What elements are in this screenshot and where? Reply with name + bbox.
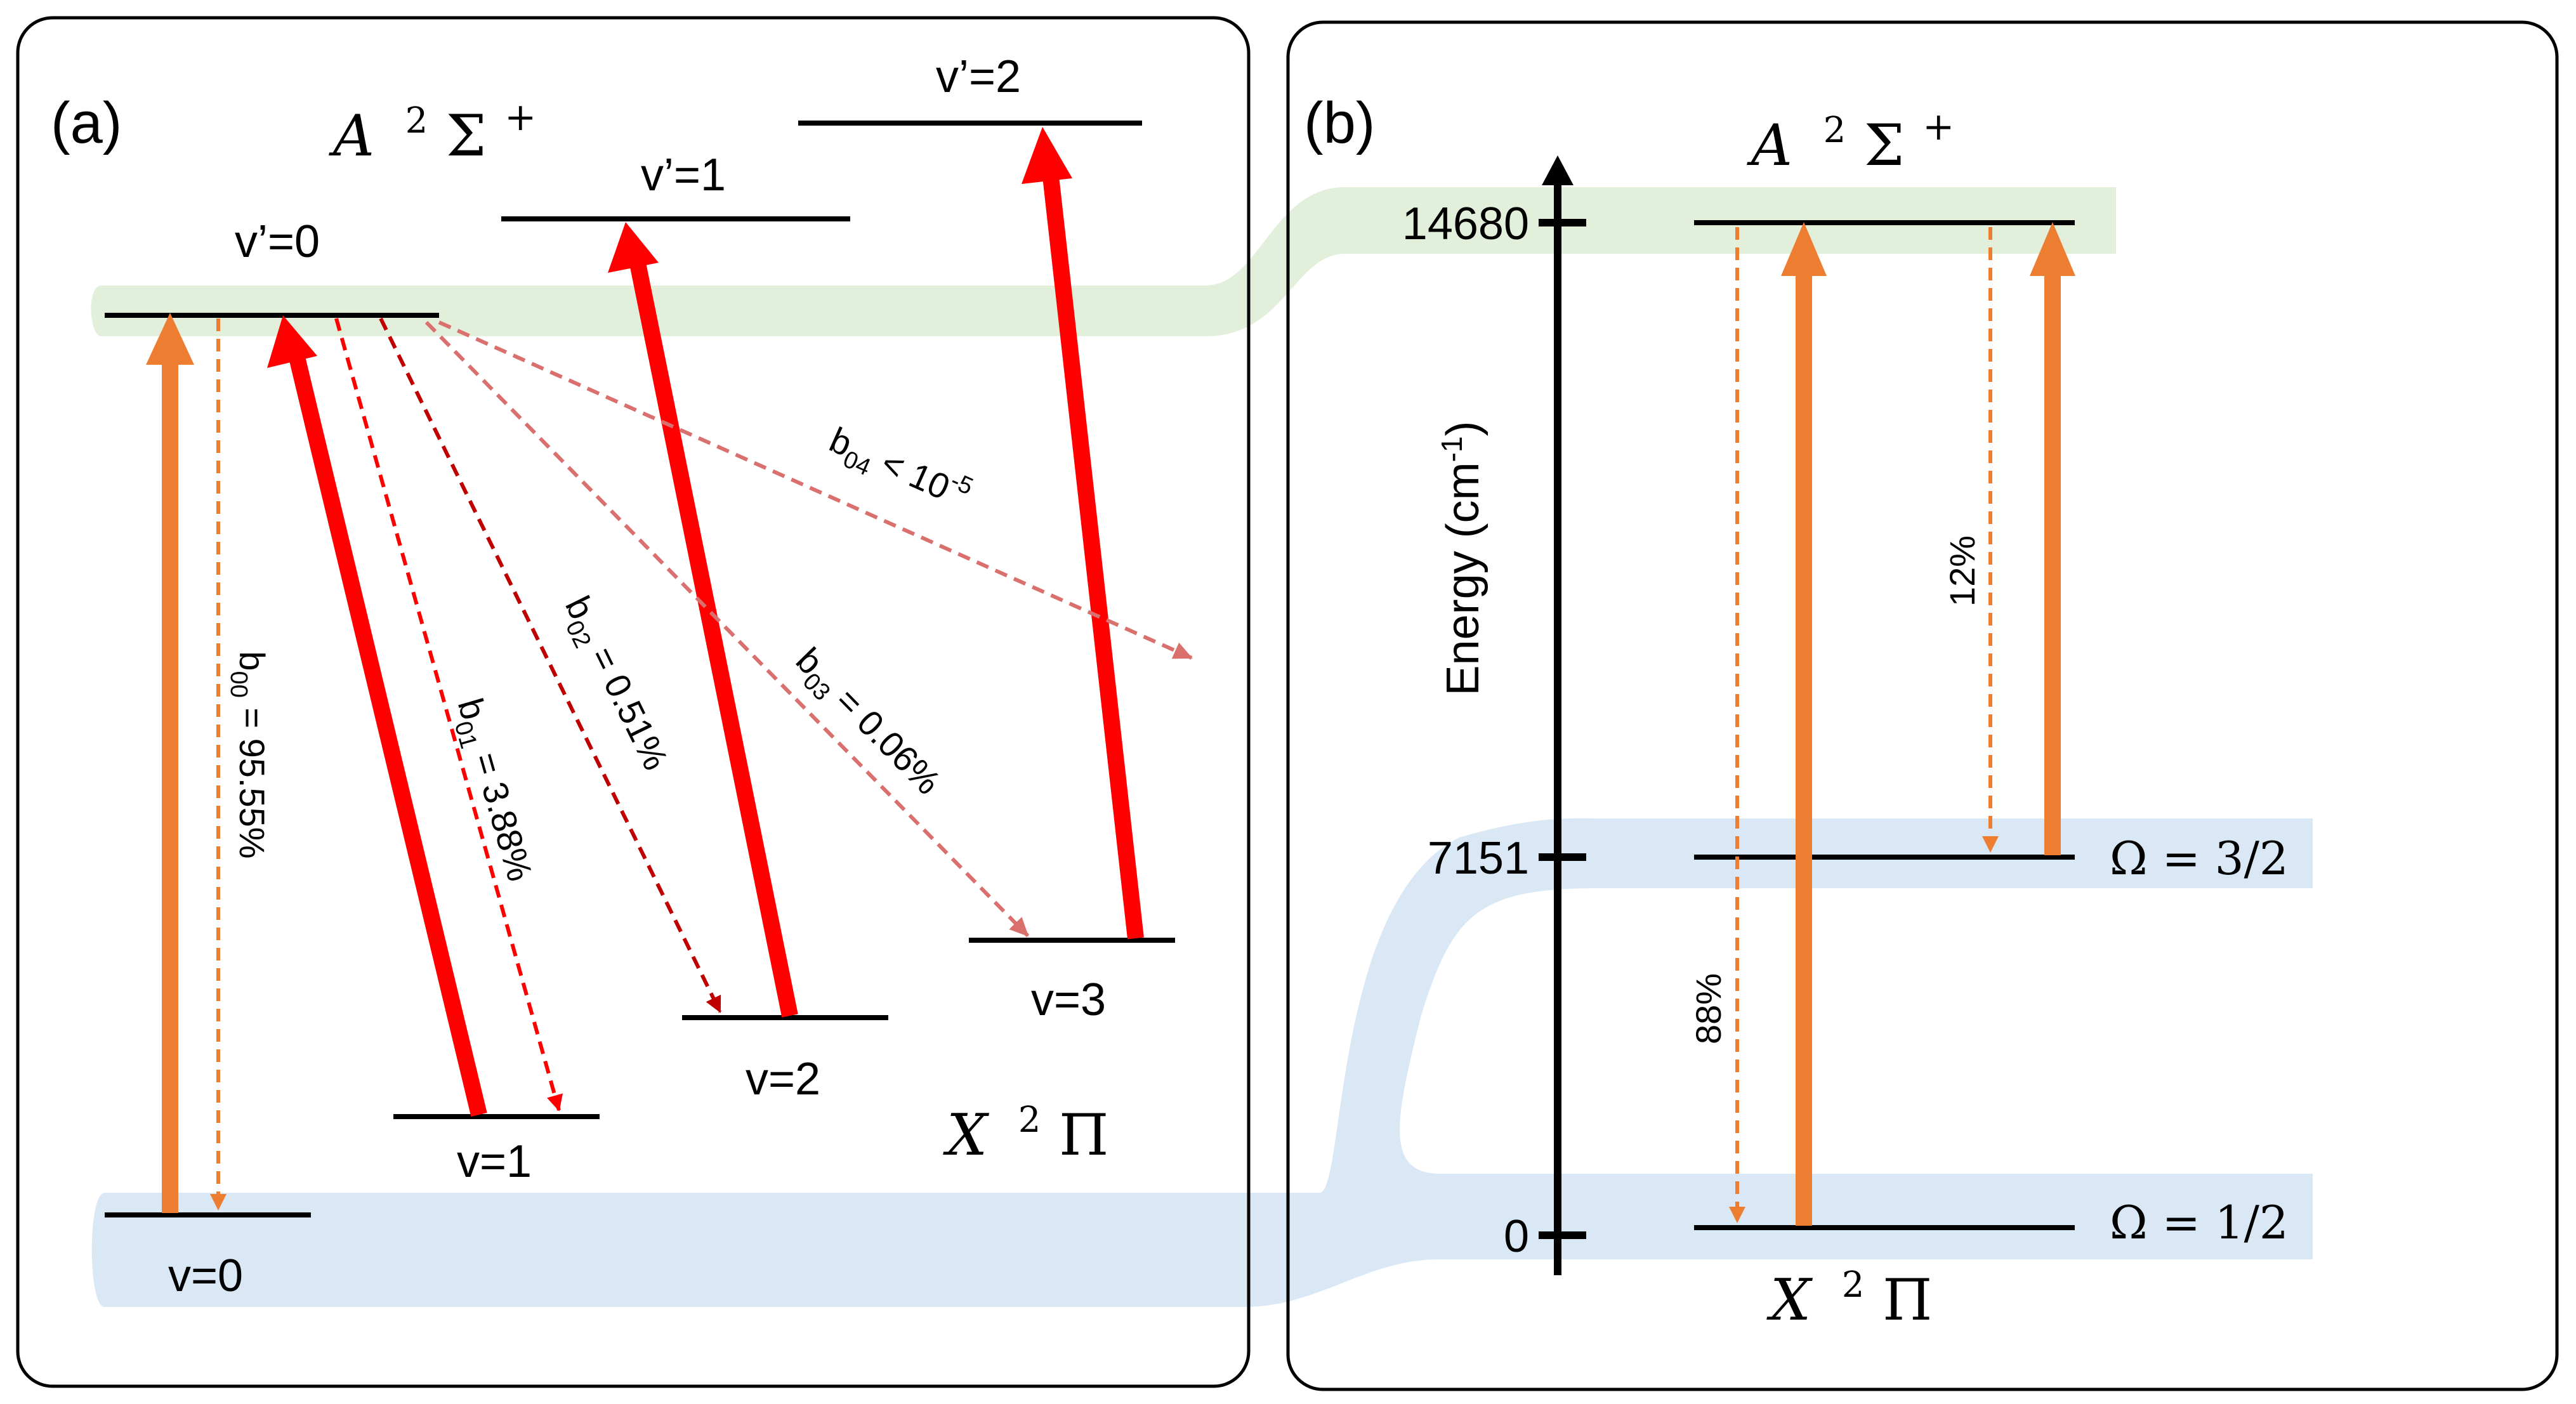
energy-axis-arrowhead — [1542, 155, 1574, 185]
tick-14680-label: 14680 — [1402, 199, 1529, 249]
panel-a-tag: (a) — [51, 91, 122, 155]
energy-axis-label: Energy (cm-1) — [1435, 421, 1488, 696]
decay-arrow-b03 — [424, 320, 1030, 938]
upper-state-band — [91, 187, 2116, 336]
repump-arrowhead-v2 — [608, 222, 659, 273]
decay-arrow-b04 — [438, 320, 1193, 660]
tick-7151-label: 7151 — [1428, 833, 1529, 884]
repump-arrow-v1-to-v-prime-0 — [287, 350, 487, 1117]
pump-arrowhead-omega-3-2 — [2030, 222, 2075, 276]
panel-b-tag: (b) — [1304, 91, 1375, 155]
level-v-prime-0-label: v’=0 — [235, 216, 320, 267]
repump-arrow-v3-to-v-prime-2 — [1041, 164, 1144, 940]
tick-0-label: 0 — [1504, 1211, 1529, 1262]
panel-a-upper-state-label: A 2 Σ + — [329, 80, 536, 169]
panel-a-lower-state-label: X 2 Π — [943, 1079, 1108, 1169]
panel-b-frame — [1286, 20, 2559, 1391]
pump-arrowhead-omega-1-2 — [1781, 222, 1827, 276]
level-v-1-label: v=1 — [457, 1136, 532, 1187]
branching-b04-label: b04 < 10-5 — [821, 416, 977, 522]
omega-1-2-label: Ω = 1/2 — [2110, 1196, 2289, 1249]
omega-3-2-label: Ω = 3/2 — [2110, 832, 2289, 885]
repump-arrow-v2-to-v-prime-1 — [628, 255, 798, 1018]
panel-a-frame — [16, 16, 1251, 1388]
branching-b00-label: b00 = 95.55% — [225, 651, 272, 858]
repump-arrowhead-v3 — [1022, 127, 1072, 184]
branching-b03-label: b03 = 0.06% — [784, 640, 949, 807]
level-v-2-label: v=2 — [746, 1054, 820, 1105]
decay-12-label: 12% — [1942, 535, 1982, 607]
pump-arrowhead-v0 — [146, 313, 194, 365]
decay-88-label: 88% — [1688, 973, 1728, 1044]
level-v-3-label: v=3 — [1031, 974, 1106, 1025]
branching-b01-label: b01 = 3.88% — [444, 694, 541, 888]
branching-b02-label: b02 = 0.51% — [551, 590, 676, 779]
repump-arrowhead-v1 — [267, 315, 317, 368]
decay-arrow-b01 — [334, 318, 563, 1112]
panel-b-lower-state-label: X 2 Π — [1766, 1244, 1932, 1334]
panel-b-upper-state-label: A 2 Σ + — [1747, 89, 1954, 179]
lower-state-band — [91, 818, 2313, 1307]
level-v-0-label: v=0 — [168, 1250, 243, 1301]
level-v-prime-1-label: v’=1 — [641, 150, 726, 200]
decay-arrow-b02 — [379, 317, 722, 1013]
level-v-prime-2-label: v’=2 — [936, 51, 1021, 102]
